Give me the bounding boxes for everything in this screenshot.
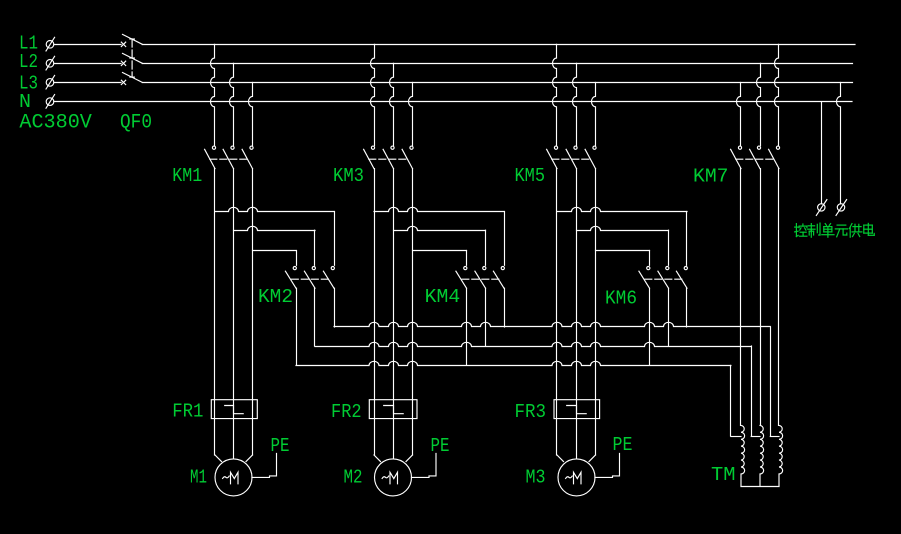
svg-text:M3: M3: [526, 467, 546, 489]
svg-text:M1: M1: [190, 466, 207, 488]
svg-text:PE: PE: [613, 434, 633, 456]
svg-text:KM2: KM2: [258, 286, 293, 308]
svg-text:KM4: KM4: [425, 286, 461, 308]
svg-text:KM3: KM3: [333, 165, 364, 187]
svg-text:PE: PE: [431, 435, 450, 457]
svg-text:KM7: KM7: [693, 165, 729, 187]
svg-text:TM: TM: [711, 464, 736, 486]
svg-text:M2: M2: [344, 466, 363, 488]
svg-text:FR3: FR3: [515, 401, 547, 423]
svg-text:FR2: FR2: [331, 401, 362, 423]
svg-text:KM6: KM6: [605, 288, 637, 310]
svg-text:KM1: KM1: [172, 165, 202, 187]
svg-text:N: N: [19, 91, 31, 113]
svg-text:L3: L3: [19, 72, 38, 94]
svg-text:L1: L1: [19, 32, 38, 54]
svg-text:QF0: QF0: [120, 112, 152, 135]
svg-text:PE: PE: [271, 435, 290, 457]
svg-text:KM5: KM5: [515, 165, 546, 187]
svg-text:AC380V: AC380V: [19, 112, 92, 135]
svg-text:L2: L2: [19, 51, 38, 73]
svg-text:FR1: FR1: [172, 401, 203, 423]
